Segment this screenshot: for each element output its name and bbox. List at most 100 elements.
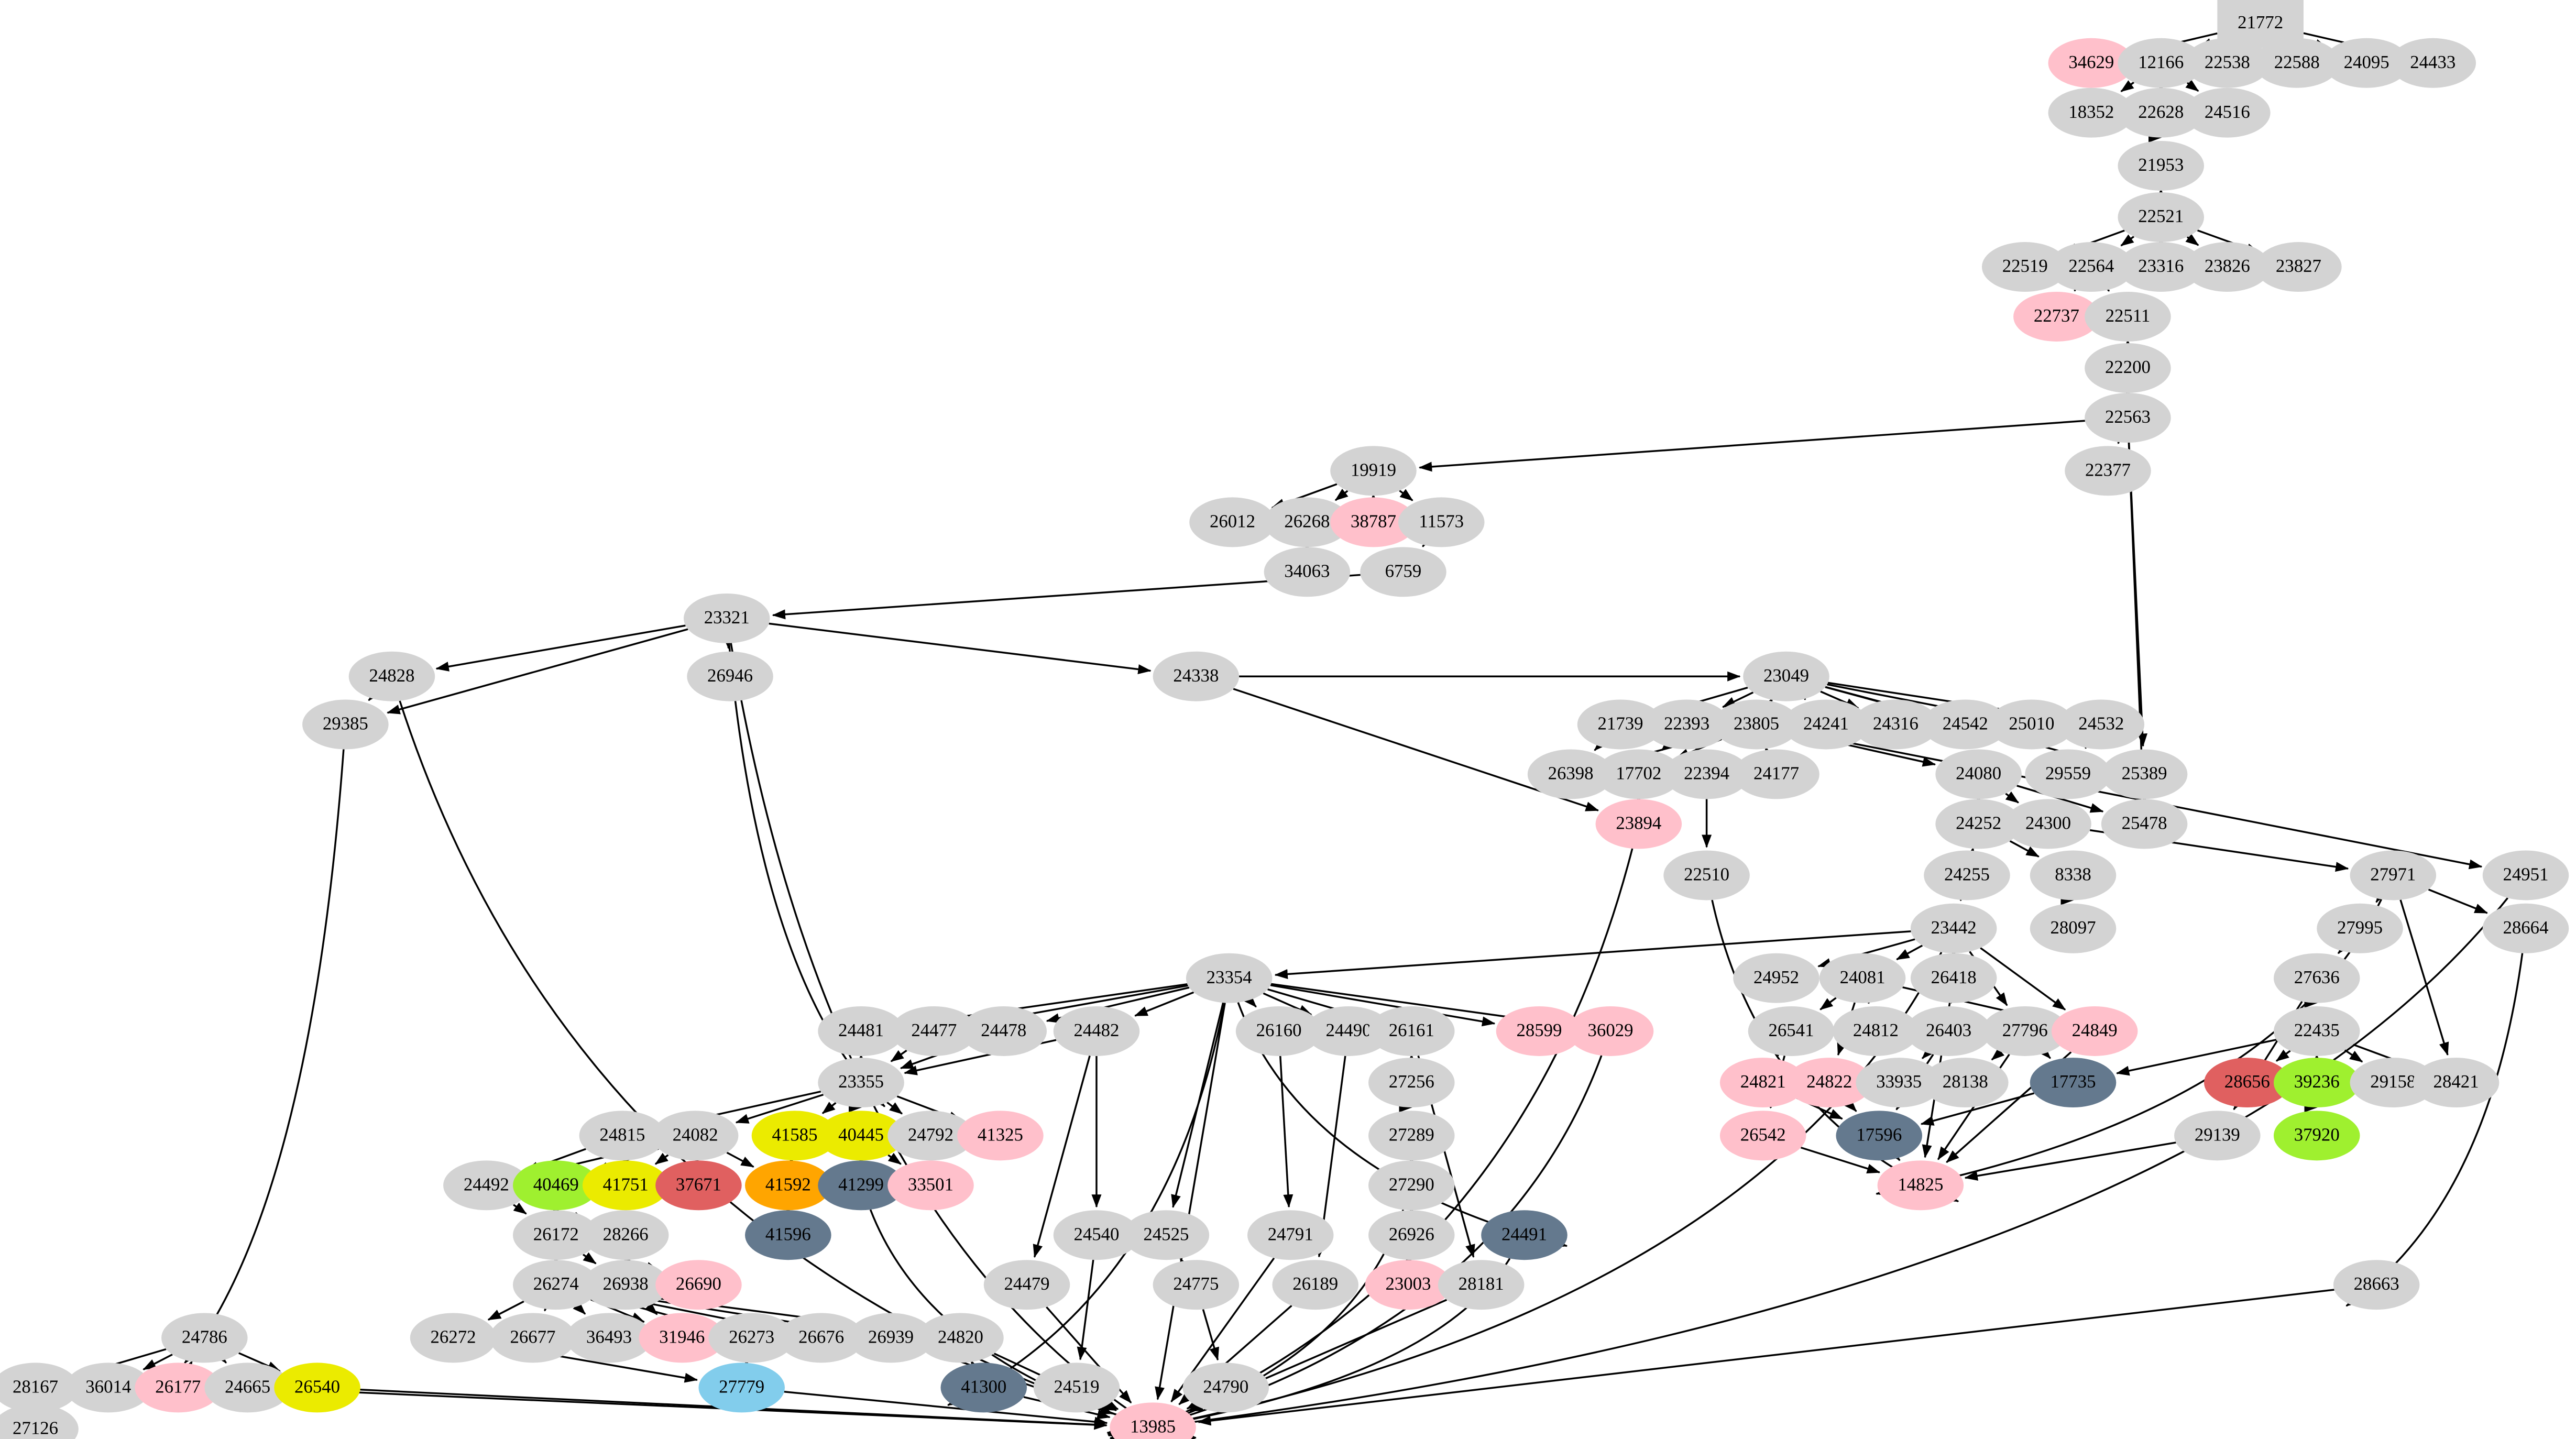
- graph-node-24177[interactable]: 24177: [1733, 749, 1819, 799]
- graph-node-28266[interactable]: 28266: [582, 1210, 669, 1260]
- graph-node-25389[interactable]: 25389: [2101, 749, 2188, 799]
- graph-node-24255[interactable]: 24255: [1924, 850, 2010, 900]
- graph-node-26418[interactable]: 26418: [1910, 953, 1997, 1003]
- graph-node-24532[interactable]: 24532: [2058, 699, 2145, 750]
- graph-node-19919[interactable]: 19919: [1330, 446, 1417, 496]
- graph-node-24828[interactable]: 24828: [348, 651, 435, 701]
- node-ellipse-shape: [683, 593, 770, 643]
- graph-node-37920[interactable]: 37920: [2273, 1111, 2360, 1161]
- graph-node-22200[interactable]: 22200: [2085, 343, 2171, 393]
- graph-node-34063[interactable]: 34063: [1264, 547, 1351, 597]
- graph-node-11573[interactable]: 11573: [1398, 497, 1485, 547]
- graph-node-24519[interactable]: 24519: [1033, 1363, 1120, 1413]
- graph-node-26677[interactable]: 26677: [489, 1313, 576, 1363]
- graph-node-41596[interactable]: 41596: [745, 1210, 831, 1260]
- graph-node-8338[interactable]: 8338: [2030, 850, 2117, 900]
- graph-node-22435[interactable]: 22435: [2273, 1006, 2360, 1056]
- graph-node-27971[interactable]: 27971: [2350, 850, 2437, 900]
- graph-node-24478[interactable]: 24478: [960, 1006, 1047, 1056]
- graph-node-26540[interactable]: 26540: [274, 1363, 360, 1413]
- graph-node-26272[interactable]: 26272: [410, 1313, 497, 1363]
- graph-node-22563[interactable]: 22563: [2085, 393, 2171, 443]
- graph-node-23049[interactable]: 23049: [1743, 651, 1829, 701]
- graph-node-24433[interactable]: 24433: [2389, 38, 2476, 88]
- graph-node-26161[interactable]: 26161: [1368, 1006, 1455, 1056]
- graph-node-23355[interactable]: 23355: [818, 1058, 904, 1108]
- graph-node-24080[interactable]: 24080: [1935, 749, 2022, 799]
- graph-node-24516[interactable]: 24516: [2184, 87, 2271, 138]
- graph-node-24820[interactable]: 24820: [917, 1313, 1004, 1363]
- graph-node-23354[interactable]: 23354: [1186, 953, 1273, 1003]
- graph-node-23827[interactable]: 23827: [2255, 242, 2342, 292]
- graph-node-24952[interactable]: 24952: [1733, 953, 1819, 1003]
- graph-node-24525[interactable]: 24525: [1123, 1210, 1210, 1260]
- graph-node-13985[interactable]: 13985: [1110, 1402, 1196, 1439]
- graph-node-22377[interactable]: 22377: [2065, 446, 2151, 496]
- node-ellipse-shape: [2085, 343, 2171, 393]
- graph-node-27289[interactable]: 27289: [1368, 1111, 1455, 1161]
- graph-node-28663[interactable]: 28663: [2333, 1260, 2420, 1310]
- graph-node-37671[interactable]: 37671: [655, 1160, 742, 1211]
- graph-node-25478[interactable]: 25478: [2101, 799, 2188, 849]
- graph-node-23894[interactable]: 23894: [1595, 799, 1682, 849]
- graph-node-24775[interactable]: 24775: [1153, 1260, 1240, 1310]
- graph-node-36029[interactable]: 36029: [1567, 1006, 1654, 1056]
- node-ellipse-shape: [639, 1313, 726, 1363]
- graph-edge-22435-28656: [2275, 1049, 2291, 1062]
- graph-edge-24519-13985: [1104, 1399, 1119, 1410]
- graph-node-23442[interactable]: 23442: [1910, 903, 1997, 953]
- graph-node-14825[interactable]: 14825: [1877, 1160, 1964, 1211]
- graph-node-26403[interactable]: 26403: [1905, 1006, 1992, 1056]
- graph-node-17596[interactable]: 17596: [1836, 1111, 1923, 1161]
- graph-node-6759[interactable]: 6759: [1360, 547, 1446, 597]
- graph-node-24790[interactable]: 24790: [1182, 1363, 1269, 1413]
- node-ellipse-shape: [1264, 547, 1351, 597]
- graph-node-28421[interactable]: 28421: [2413, 1058, 2500, 1108]
- graph-node-24081[interactable]: 24081: [1819, 953, 1906, 1003]
- graph-node-24786[interactable]: 24786: [161, 1313, 248, 1363]
- graph-edge-29385-24786: [184, 749, 345, 1364]
- graph-node-28181[interactable]: 28181: [1438, 1260, 1525, 1310]
- graph-node-23321[interactable]: 23321: [683, 593, 770, 643]
- graph-node-29385[interactable]: 29385: [302, 699, 389, 750]
- graph-node-27779[interactable]: 27779: [698, 1363, 785, 1413]
- graph-node-27636[interactable]: 27636: [2273, 953, 2360, 1003]
- graph-node-22521[interactable]: 22521: [2118, 192, 2205, 243]
- graph-node-21953[interactable]: 21953: [2118, 141, 2205, 191]
- graph-node-28664[interactable]: 28664: [2482, 903, 2569, 953]
- graph-node-41300[interactable]: 41300: [940, 1363, 1027, 1413]
- graph-node-24300[interactable]: 24300: [2005, 799, 2091, 849]
- graph-node-28138[interactable]: 28138: [1922, 1058, 2009, 1108]
- graph-node-26189[interactable]: 26189: [1272, 1260, 1359, 1310]
- graph-node-24338[interactable]: 24338: [1153, 651, 1240, 701]
- graph-node-29559[interactable]: 29559: [2025, 749, 2111, 799]
- graph-node-24849[interactable]: 24849: [2051, 1006, 2138, 1056]
- graph-node-27256[interactable]: 27256: [1368, 1058, 1455, 1108]
- graph-node-24491[interactable]: 24491: [1481, 1210, 1567, 1260]
- graph-node-24482[interactable]: 24482: [1053, 1006, 1140, 1056]
- graph-node-33501[interactable]: 33501: [887, 1160, 974, 1211]
- graph-node-22510[interactable]: 22510: [1663, 850, 1750, 900]
- graph-node-41325[interactable]: 41325: [957, 1111, 1044, 1161]
- graph-edge-22435-17735: [2115, 1039, 2277, 1076]
- node-ellipse-shape: [204, 1363, 291, 1413]
- graph-node-27126[interactable]: 27126: [0, 1404, 79, 1439]
- graph-node-26542[interactable]: 26542: [1719, 1111, 1806, 1161]
- graph-node-26541[interactable]: 26541: [1748, 1006, 1835, 1056]
- graph-node-24951[interactable]: 24951: [2482, 850, 2569, 900]
- graph-node-39236[interactable]: 39236: [2273, 1058, 2360, 1108]
- graph-node-24479[interactable]: 24479: [983, 1260, 1070, 1310]
- graph-node-26012[interactable]: 26012: [1189, 497, 1276, 547]
- graph-node-26690[interactable]: 26690: [655, 1260, 742, 1310]
- graph-node-26946[interactable]: 26946: [687, 651, 773, 701]
- graph-node-27995[interactable]: 27995: [2317, 903, 2403, 953]
- graph-node-26926[interactable]: 26926: [1368, 1210, 1455, 1260]
- graph-node-24791[interactable]: 24791: [1247, 1210, 1334, 1260]
- graph-node-24082[interactable]: 24082: [652, 1111, 739, 1161]
- graph-node-28097[interactable]: 28097: [2030, 903, 2117, 953]
- graph-node-17735[interactable]: 17735: [2030, 1058, 2117, 1108]
- graph-node-22511[interactable]: 22511: [2085, 291, 2171, 342]
- graph-node-29139[interactable]: 29139: [2174, 1111, 2261, 1161]
- graph-node-27290[interactable]: 27290: [1368, 1160, 1455, 1211]
- node-ellipse-shape: [2051, 1006, 2138, 1056]
